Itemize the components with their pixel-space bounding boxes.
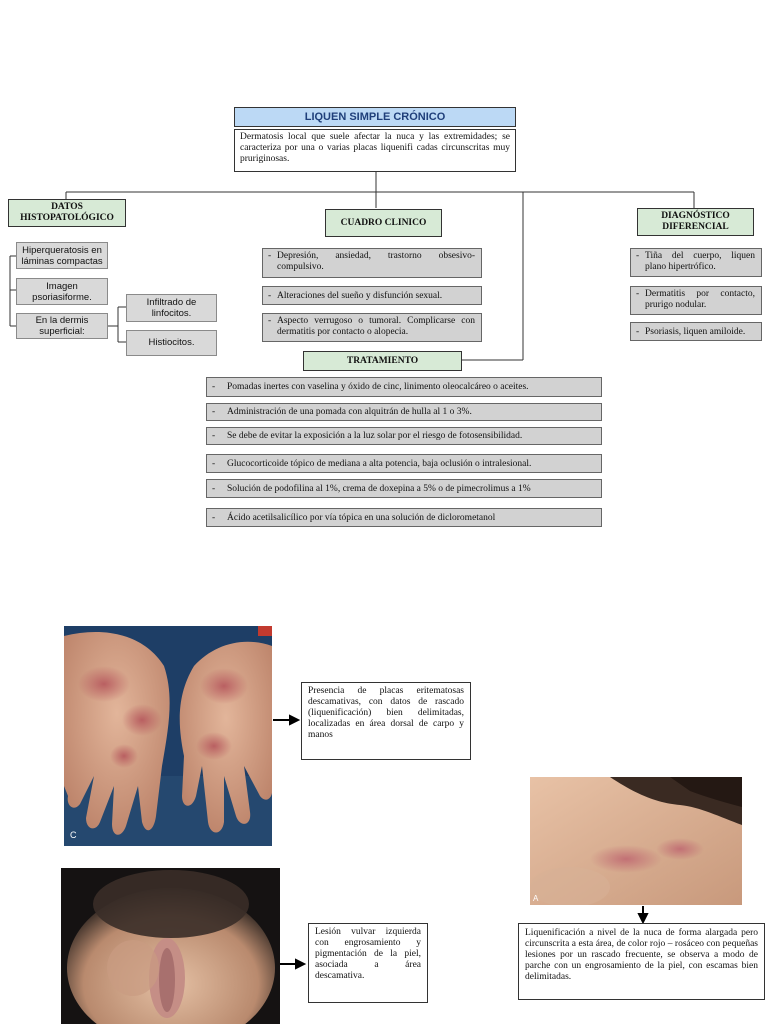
page-title: LIQUEN SIMPLE CRÓNICO [234, 107, 516, 127]
tratamiento-text: Administración de una pomada con alquitr… [227, 407, 472, 417]
tratamiento-text: Ácido acetilsalicílico por vía tópica en… [227, 513, 496, 523]
neck-photo [530, 777, 742, 905]
diagnostico-item: -Tiña del cuerpo, liquen plano hipertróf… [630, 248, 762, 277]
clinico-item: -Alteraciones del sueño y disfunción sex… [262, 286, 482, 305]
dash: - [212, 431, 216, 441]
definition-box: Dermatosis local que suele afectar la nu… [234, 129, 516, 172]
diagnostico-item: -Psoriasis, liquen amiloide. [630, 322, 762, 341]
histo-item-dermis: En la dermis superficial: [16, 313, 108, 339]
dash: - [268, 291, 272, 301]
hands-photo-letter: C [70, 830, 77, 840]
clinico-item: -Aspecto verrugoso o tumoral. Complicars… [262, 313, 482, 342]
diagnostico-text: Dermatitis por contacto, prurigo nodular… [645, 289, 755, 310]
neck-photo-letter: A [533, 894, 539, 903]
dash: - [212, 407, 216, 417]
histo-sub-histiocitos: Histiocitos. [126, 330, 217, 356]
dash: - [636, 289, 640, 299]
tratamiento-heading: TRATAMIENTO [303, 351, 462, 371]
tratamiento-item: - Solución de podofilina al 1%, crema de … [206, 479, 602, 498]
tratamiento-item: - Administración de una pomada con alquit… [206, 403, 602, 421]
histo-sub-infiltrado: Infiltrado de linfocitos. [126, 294, 217, 322]
tratamiento-item: - Pomadas inertes con vaselina y óxido de… [206, 377, 602, 397]
tratamiento-item: - Ácido acetilsalicílico por vía tópica e… [206, 508, 602, 527]
diagnostico-heading: DIAGNÓSTICO DIFERENCIAL [637, 208, 754, 236]
hands-caption: Presencia de placas eritematosas descama… [301, 682, 471, 760]
tratamiento-text: Glucocorticoide tópico de mediana a alta… [227, 459, 532, 469]
dash: - [212, 459, 216, 469]
diagnostico-text: Tiña del cuerpo, liquen plano hipertrófi… [645, 251, 755, 272]
clinico-text: Aspecto verrugoso o tumoral. Complicarse… [277, 316, 475, 337]
tratamiento-text: Pomadas inertes con vaselina y óxido de … [227, 382, 529, 392]
neck-caption: Liquenificación a nivel de la nuca de fo… [518, 923, 765, 1000]
dash: - [212, 513, 216, 523]
tratamiento-item: - Se debe de evitar la exposición a la lu… [206, 427, 602, 445]
hands-photo [64, 626, 272, 846]
vulvar-caption: Lesión vulvar izquierda con engrosamient… [308, 923, 428, 1003]
diagnostico-text: Psoriasis, liquen amiloide. [645, 327, 746, 337]
vulvar-photo [61, 868, 280, 1024]
tratamiento-text: Solución de podofilina al 1%, crema de d… [227, 484, 531, 494]
dash: - [212, 484, 216, 494]
dash: - [212, 382, 216, 392]
histo-heading: DATOS HISTOPATOLÓGICO [8, 199, 126, 227]
tratamiento-text: Se debe de evitar la exposición a la luz… [227, 431, 523, 441]
histo-item-imagen: Imagen psoriasiforme. [16, 278, 108, 305]
dash: - [636, 327, 640, 337]
dash: - [636, 251, 640, 261]
tratamiento-item: - Glucocorticoide tópico de mediana a alt… [206, 454, 602, 473]
diagnostico-item: -Dermatitis por contacto, prurigo nodula… [630, 286, 762, 315]
clinico-text: Depresión, ansiedad, trastorno obsesivo-… [277, 251, 475, 272]
clinico-item: -Depresión, ansiedad, trastorno obsesivo… [262, 248, 482, 278]
clinico-text: Alteraciones del sueño y disfunción sexu… [277, 291, 443, 301]
dash: - [268, 251, 272, 261]
dash: - [268, 316, 272, 326]
histo-item-hiperqueratosis: Hiperqueratosis en láminas compactas [16, 242, 108, 269]
clinico-heading: CUADRO CLINICO [325, 209, 442, 237]
